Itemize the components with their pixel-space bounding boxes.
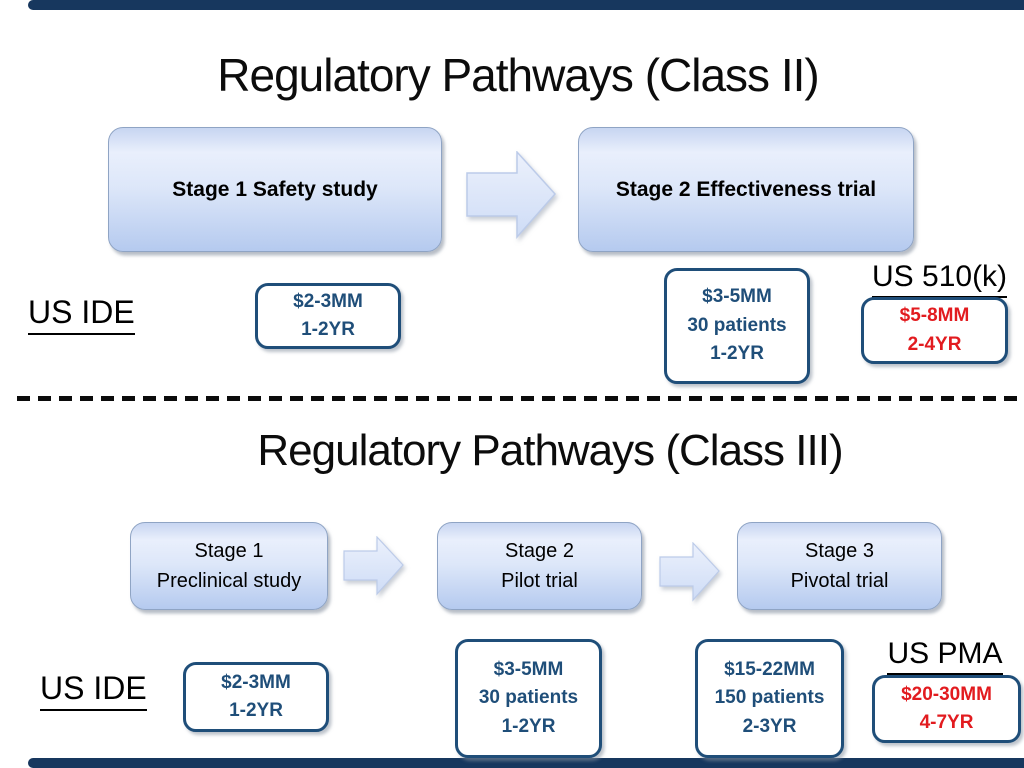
class2-us-510k-label: US 510(k) [872, 260, 1008, 298]
class3-pilot-cost-box: $3-5MM 30 patients 1-2YR [455, 639, 602, 758]
cost-line: $3-5MM [493, 658, 564, 680]
class3-stage3-line1: Stage 3 [805, 540, 874, 562]
class3-title: Regulatory Pathways (Class III) [257, 426, 843, 475]
class2-stage1-box: Stage 1 Safety study [108, 127, 442, 252]
cost-line: 1-2YR [229, 700, 283, 721]
class3-right-arrow-2-icon [659, 542, 720, 602]
cost-line: $2-3MM [293, 290, 363, 312]
cost-line: 2-4YR [907, 333, 962, 355]
bottom-edge-bar [28, 758, 1024, 768]
section-divider-dashed-line [17, 396, 1024, 401]
class3-stage1-line1: Stage 1 [194, 540, 264, 562]
cost-line: 30 patients [478, 687, 579, 709]
cost-line: 30 patients [687, 314, 787, 336]
class2-ide-cost-box: $2-3MM 1-2YR [255, 283, 401, 349]
class3-ide-cost-box: $2-3MM 1-2YR [183, 662, 329, 732]
top-edge-bar [28, 0, 1024, 10]
cost-line: 150 patients [714, 687, 825, 709]
class3-stage2-line1: Stage 2 [505, 540, 574, 562]
cost-line: $5-8MM [899, 305, 970, 326]
class3-pivotal-cost-box: $15-22MM 150 patients 2-3YR [695, 639, 844, 758]
cost-line: $2-3MM [221, 671, 291, 693]
class3-stage3-line2: Pivotal trial [790, 570, 889, 592]
cost-line: 1-2YR [301, 319, 355, 340]
class2-trial-cost-box: $3-5MM 30 patients 1-2YR [664, 268, 810, 384]
class3-pma-cost-box: $20-30MM 4-7YR [872, 675, 1021, 743]
class2-right-arrow-icon [466, 151, 557, 239]
cost-line: $20-30MM [901, 683, 992, 705]
class2-stage1-label: Stage 1 Safety study [172, 177, 378, 201]
class3-stage1-box: Stage 1 Preclinical study [130, 522, 328, 610]
class3-stage1-line2: Preclinical study [156, 570, 302, 592]
cost-line: $3-5MM [702, 286, 772, 308]
cost-line: 1-2YR [710, 343, 764, 365]
class3-stage3-box: Stage 3 Pivotal trial [737, 522, 942, 610]
cost-line: 2-3YR [742, 715, 797, 737]
class2-510k-cost-box: $5-8MM 2-4YR [861, 297, 1008, 364]
cost-line: 1-2YR [501, 715, 556, 737]
class2-stage2-box: Stage 2 Effectiveness trial [578, 127, 914, 252]
class2-us-ide-label: US IDE [28, 294, 135, 335]
class3-us-pma-label: US PMA [885, 637, 1005, 675]
class3-stage2-line2: Pilot trial [501, 570, 578, 592]
class2-stage2-label: Stage 2 Effectiveness trial [615, 177, 877, 201]
class3-right-arrow-1-icon [343, 536, 404, 596]
cost-line: 4-7YR [919, 712, 974, 733]
class3-stage2-box: Stage 2 Pilot trial [437, 522, 642, 610]
class3-us-ide-label: US IDE [40, 670, 147, 711]
class2-title: Regulatory Pathways (Class II) [217, 49, 819, 101]
cost-line: $15-22MM [724, 658, 815, 680]
